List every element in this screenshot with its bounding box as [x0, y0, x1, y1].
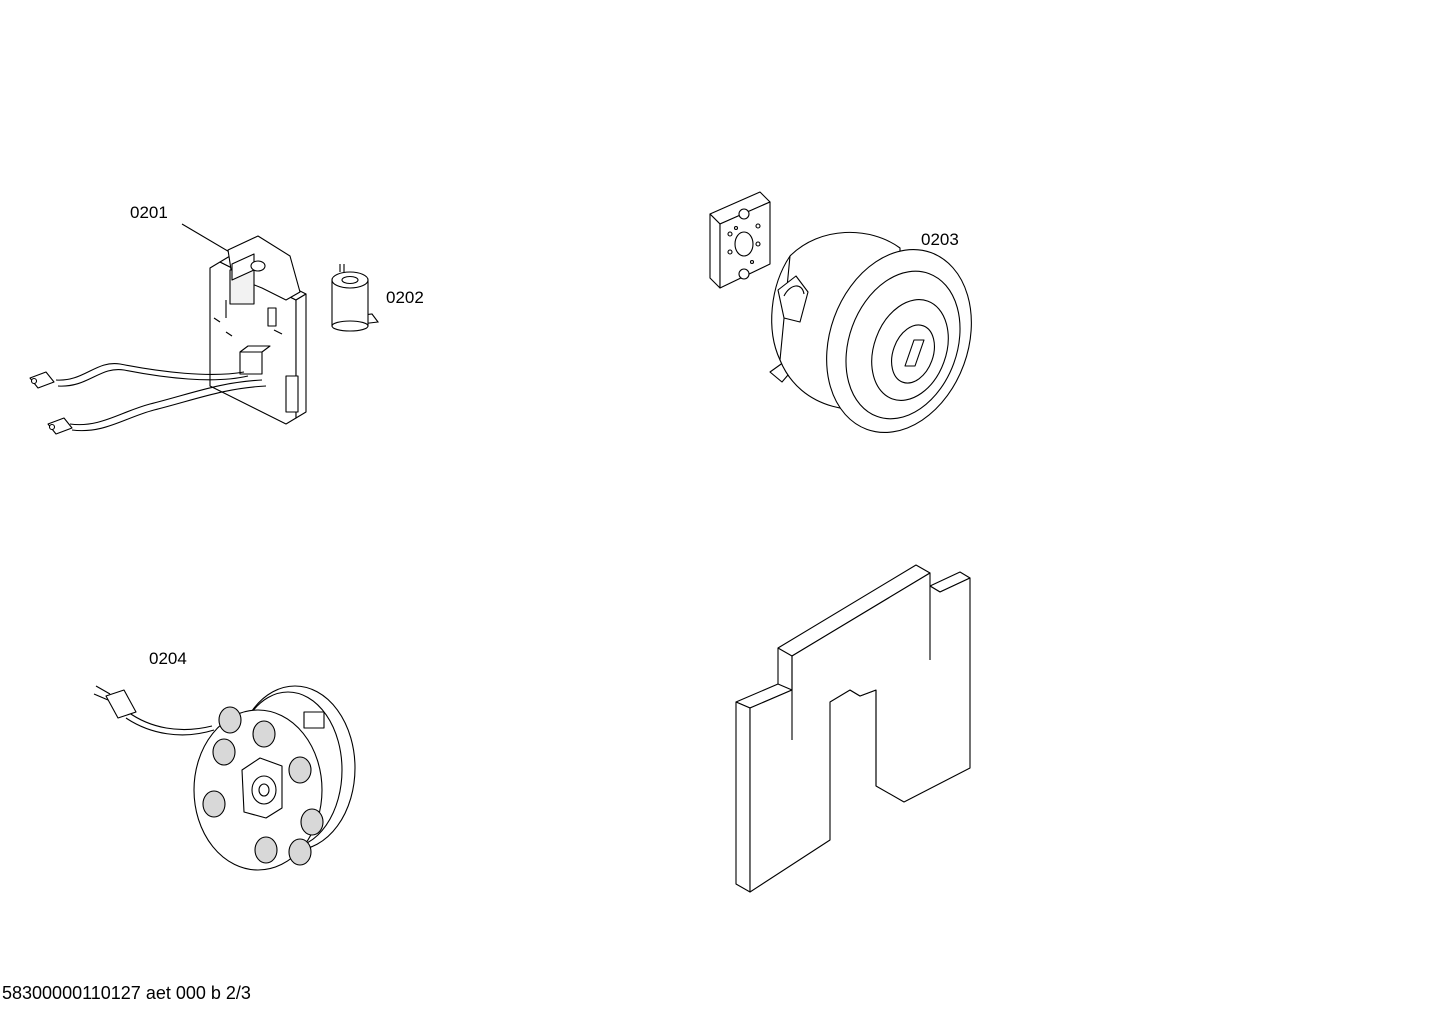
- part-0203-drawing[interactable]: [710, 192, 996, 453]
- part-0201-drawing[interactable]: [30, 224, 306, 434]
- part-label-0201: 0201: [130, 203, 168, 222]
- part-label-0202: 0202: [386, 288, 424, 307]
- drawing-code-footer: 58300000110127 aet 000 b 2/3: [2, 983, 251, 1003]
- part-0204-drawing[interactable]: [94, 686, 355, 870]
- part-label-0203: 0203: [921, 230, 959, 249]
- part-label-0204: 0204: [149, 649, 187, 668]
- foam-block-drawing[interactable]: [736, 565, 970, 892]
- part-0202-drawing[interactable]: [332, 264, 378, 331]
